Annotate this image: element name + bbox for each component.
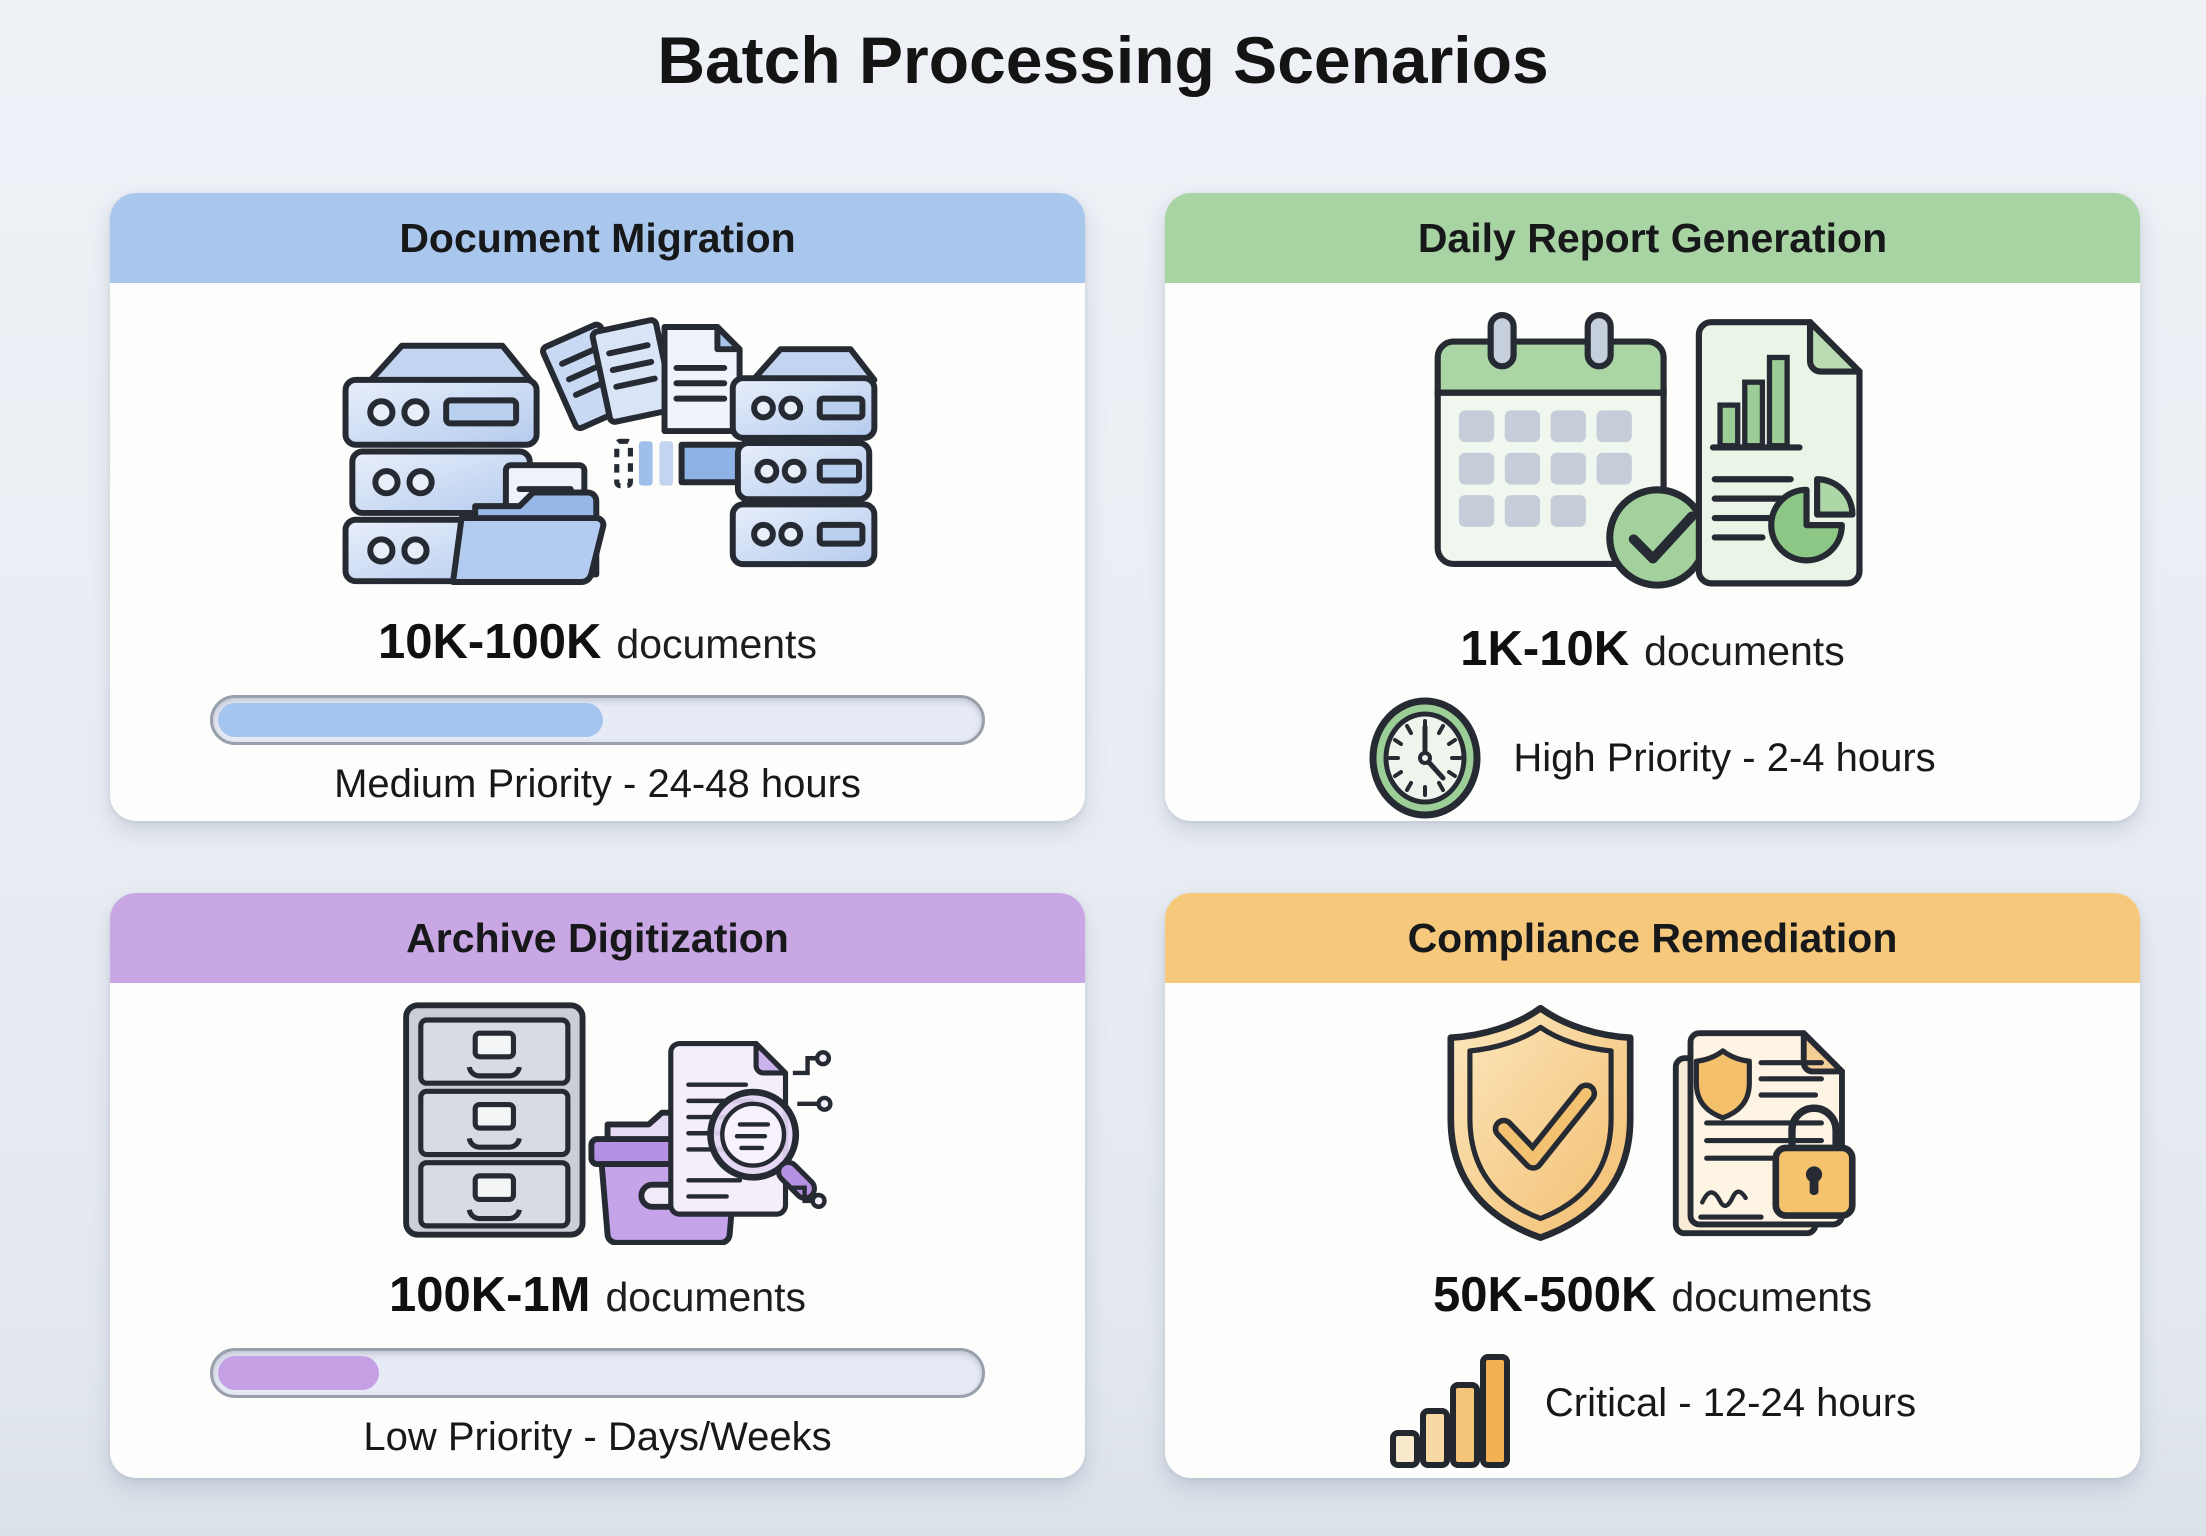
card-title: Compliance Remediation	[1407, 914, 1898, 961]
progress-bar	[210, 695, 985, 745]
progress-fill	[218, 1356, 380, 1390]
range-value: 10K-100K	[378, 615, 602, 669]
priority-label: Critical - 12-24 hours	[1544, 1380, 1917, 1425]
calendar-report-illustration	[1434, 312, 1863, 589]
page-title: Batch Processing Scenarios	[657, 23, 1549, 97]
signal-bars-icon	[1389, 1354, 1510, 1468]
progress-bar	[210, 1348, 985, 1398]
card-title: Document Migration	[399, 214, 796, 261]
card-daily-report-generation: Daily Report Generation	[1165, 193, 2140, 821]
documents-label: documents	[1671, 1274, 1872, 1320]
card-title: Archive Digitization	[406, 914, 789, 961]
range-line: 100K-1M documents	[389, 1267, 806, 1323]
range-line: 50K-500K documents	[1433, 1267, 1872, 1323]
clock-icon	[1369, 697, 1481, 819]
card-title: Daily Report Generation	[1417, 214, 1888, 261]
range-value: 100K-1M	[388, 1268, 591, 1322]
priority-indicator: Critical - 12-24 hours	[1389, 1337, 1916, 1469]
priority-indicator: High Priority - 2-4 hours	[1369, 697, 1936, 819]
priority-label: Medium Priority - 24-48 hours	[334, 762, 861, 806]
card-header: Compliance Remediation	[1165, 893, 2140, 983]
cards-grid: Document Migration	[110, 193, 2140, 1478]
progress-fill	[218, 703, 603, 737]
documents-label: documents	[605, 1274, 807, 1320]
archive-scan-illustration	[402, 1002, 833, 1245]
card-document-migration: Document Migration	[110, 193, 1085, 821]
priority-label: Low Priority - Days/Weeks	[363, 1415, 832, 1459]
documents-label: documents	[616, 621, 817, 667]
card-header: Daily Report Generation	[1165, 193, 2140, 283]
range-line: 1K-10K documents	[1460, 621, 1844, 677]
card-header: Archive Digitization	[110, 893, 1085, 983]
card-archive-digitization: Archive Digitization	[110, 893, 1085, 1478]
priority-label: High Priority - 2-4 hours	[1513, 735, 1936, 780]
shield-lock-illustration	[1446, 1004, 1856, 1241]
card-header: Document Migration	[110, 193, 1085, 283]
documents-label: documents	[1644, 628, 1845, 674]
card-compliance-remediation: Compliance Remediation	[1165, 893, 2140, 1478]
range-value: 1K-10K	[1460, 622, 1630, 676]
range-value: 50K-500K	[1433, 1268, 1657, 1322]
server-migration-illustration	[342, 317, 877, 586]
range-line: 10K-100K documents	[378, 614, 817, 670]
